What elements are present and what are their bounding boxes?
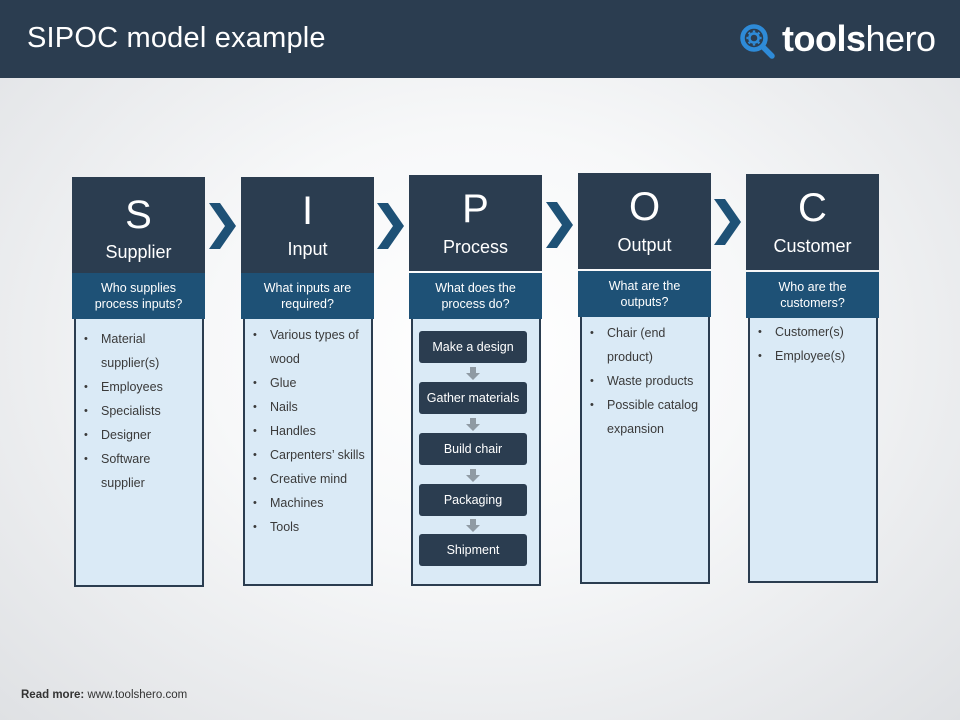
column-header: I Input bbox=[241, 177, 374, 273]
list-item: Tools bbox=[253, 515, 365, 539]
column-letter: P bbox=[462, 187, 489, 231]
toolshero-logo[interactable]: toolshero bbox=[738, 18, 948, 62]
list-item: Employee(s) bbox=[758, 344, 870, 368]
logo-text-regular: hero bbox=[865, 18, 937, 59]
footer-label: Read more: bbox=[21, 689, 85, 701]
item-list: Chair (end product) Waste products Possi… bbox=[582, 317, 708, 441]
column-body: Various types of wood Glue Nails Handles… bbox=[243, 319, 373, 586]
column-question: What does the process do? bbox=[409, 273, 542, 319]
list-item: Nails bbox=[253, 395, 365, 419]
column-letter: I bbox=[301, 189, 314, 233]
column-question: Who supplies process inputs? bbox=[72, 273, 205, 319]
column-label: Supplier bbox=[105, 242, 172, 262]
magnifier-gear-icon bbox=[740, 24, 775, 59]
column-label: Input bbox=[287, 239, 328, 259]
column-body: Customer(s) Employee(s) bbox=[748, 318, 878, 583]
column-body: Make a design Gather materials Build cha… bbox=[411, 319, 541, 586]
arrow-down-icon bbox=[466, 367, 480, 380]
column-header: C Customer bbox=[746, 174, 879, 270]
process-step: Make a design bbox=[419, 331, 527, 363]
column-question: What inputs are required? bbox=[241, 273, 374, 319]
footer-link[interactable]: www.toolshero.com bbox=[87, 689, 188, 701]
list-item: Waste products bbox=[590, 369, 702, 393]
list-item: Handles bbox=[253, 419, 365, 443]
column-letter: O bbox=[628, 185, 661, 229]
list-item: Machines bbox=[253, 491, 365, 515]
chevron-right-icon bbox=[546, 202, 573, 248]
column-label: Customer bbox=[773, 236, 852, 256]
process-step: Build chair bbox=[419, 433, 527, 465]
list-item: Designer bbox=[84, 423, 196, 447]
column-label: Process bbox=[442, 237, 509, 257]
list-item: Creative mind bbox=[253, 467, 365, 491]
chevron-right-icon bbox=[209, 203, 236, 249]
list-item: Software supplier bbox=[84, 447, 196, 495]
column-letter: S bbox=[125, 193, 152, 237]
process-step: Gather materials bbox=[419, 382, 527, 414]
list-item: Material supplier(s) bbox=[84, 327, 196, 375]
chevron-right-icon bbox=[714, 199, 741, 245]
column-input: I Input What inputs are required? Variou… bbox=[241, 177, 374, 586]
logo-wordmark: toolshero bbox=[782, 18, 936, 60]
item-list: Various types of wood Glue Nails Handles… bbox=[245, 319, 371, 539]
arrow-down-icon bbox=[466, 519, 480, 532]
column-letter: C bbox=[798, 186, 827, 230]
arrow-down-icon bbox=[466, 418, 480, 431]
column-customer: C Customer Who are the customers? Custom… bbox=[746, 174, 879, 583]
list-item: Employees bbox=[84, 375, 196, 399]
logo-text-bold: tools bbox=[782, 18, 866, 59]
column-body: Chair (end product) Waste products Possi… bbox=[580, 317, 710, 584]
arrow-down-icon bbox=[466, 469, 480, 482]
page-title: SIPOC model example bbox=[27, 22, 326, 54]
column-header: O Output bbox=[578, 173, 711, 269]
column-body: Material supplier(s) Employees Specialis… bbox=[74, 319, 204, 587]
column-header: P Process bbox=[409, 175, 542, 271]
list-item: Glue bbox=[253, 371, 365, 395]
list-item: Various types of wood bbox=[253, 323, 365, 371]
column-question: What are the outputs? bbox=[578, 271, 711, 317]
column-label: Output bbox=[617, 235, 672, 255]
column-question: Who are the customers? bbox=[746, 272, 879, 318]
column-supplier: S Supplier Who supplies process inputs? … bbox=[72, 177, 205, 587]
item-list: Material supplier(s) Employees Specialis… bbox=[76, 319, 202, 495]
footer: Read more: www.toolshero.com bbox=[21, 689, 187, 701]
header-bar: SIPOC model example toolshero bbox=[0, 0, 960, 78]
column-process: P Process What does the process do? Make… bbox=[409, 175, 542, 586]
process-step: Shipment bbox=[419, 534, 527, 566]
list-item: Possible catalog expansion bbox=[590, 393, 702, 441]
list-item: Customer(s) bbox=[758, 320, 870, 344]
list-item: Specialists bbox=[84, 399, 196, 423]
column-header: S Supplier bbox=[72, 177, 205, 273]
process-step: Packaging bbox=[419, 484, 527, 516]
chevron-right-icon bbox=[377, 203, 404, 249]
list-item: Carpenters’ skills bbox=[253, 443, 365, 467]
column-output: O Output What are the outputs? Chair (en… bbox=[578, 173, 711, 584]
list-item: Chair (end product) bbox=[590, 321, 702, 369]
item-list: Customer(s) Employee(s) bbox=[750, 318, 876, 368]
